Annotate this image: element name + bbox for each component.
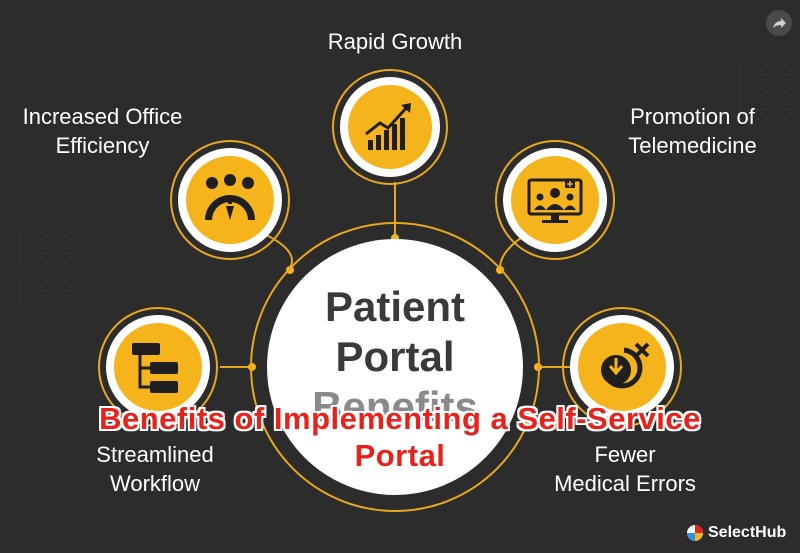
node-telemedicine <box>495 140 615 260</box>
label-line: Fewer <box>594 442 656 467</box>
share-icon <box>773 18 786 28</box>
overlay-title-line: Benefits of Implementing a Self-Service <box>99 401 701 436</box>
label-line: Efficiency <box>55 133 150 158</box>
node-rapid-growth <box>332 69 448 185</box>
selecthub-logo-icon <box>687 525 703 541</box>
label-office-efficiency: Increased Office Efficiency <box>10 102 195 160</box>
label-line: Increased Office <box>22 104 183 129</box>
overlay-title-line: Portal <box>354 438 446 473</box>
center-title-line: Patient <box>324 283 466 330</box>
center-title: Patient Portal Benefits <box>270 282 520 432</box>
center-title-line: Portal <box>335 333 455 380</box>
gear-money-icon <box>205 174 255 220</box>
brand-name: SelectHub <box>708 524 787 541</box>
center-title-line: Benefits <box>312 383 478 430</box>
node-office-efficiency <box>170 140 290 260</box>
label-line: Telemedicine <box>628 133 757 158</box>
label-telemedicine: Promotion of Telemedicine <box>605 102 780 160</box>
label-line: Workflow <box>109 471 201 496</box>
label-line: Rapid Growth <box>327 29 463 54</box>
label-streamlined-workflow: Streamlined Workflow <box>70 440 240 498</box>
video-conference-icon <box>527 178 583 223</box>
label-line: Promotion of <box>630 104 755 129</box>
label-medical-errors: Fewer Medical Errors <box>540 440 710 498</box>
download-error-icon <box>601 342 650 389</box>
label-rapid-growth: Rapid Growth <box>300 27 490 56</box>
flowchart-icon <box>132 343 178 393</box>
growth-chart-icon <box>365 103 411 150</box>
overlay-title: Benefits of Implementing a Self-Service … <box>0 400 800 474</box>
label-line: Medical Errors <box>554 471 696 496</box>
share-button[interactable] <box>766 10 792 36</box>
selecthub-logo: SelectHub <box>686 522 786 544</box>
node-streamlined-workflow <box>98 307 218 427</box>
label-line: Streamlined <box>96 442 214 467</box>
center-node <box>250 222 540 512</box>
node-medical-errors <box>562 307 682 427</box>
